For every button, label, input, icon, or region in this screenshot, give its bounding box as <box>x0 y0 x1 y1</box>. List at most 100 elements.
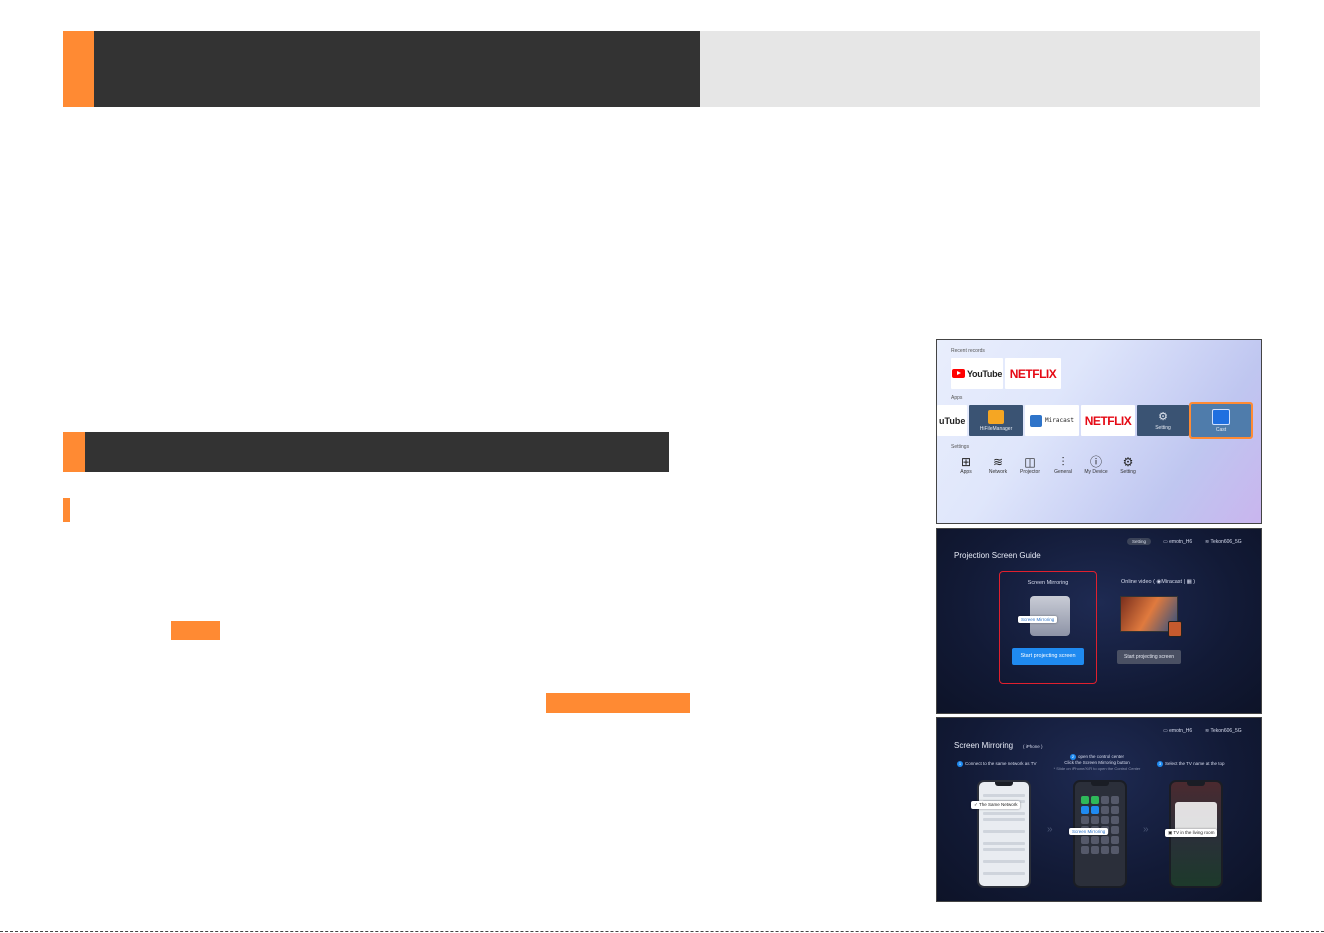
miracast-text: Miracast <box>1161 579 1183 585</box>
recent-netflix-tile[interactable]: NETFLIX <box>1005 358 1061 389</box>
app-label: Setting <box>1155 424 1171 431</box>
app-label: HiFileManager <box>979 425 1013 432</box>
page-cut-line <box>0 931 1324 932</box>
app-netflix-tile[interactable]: NETFLIX <box>1081 405 1135 436</box>
app-cast-tile[interactable]: Cast <box>1189 402 1253 439</box>
step-number: 2 <box>1069 754 1076 760</box>
highlight-mark-short <box>171 621 220 640</box>
wifi-icon: ≋ <box>1205 539 1211 545</box>
miracast-small-icon: ◉ <box>1156 579 1162 585</box>
miracast-tile-text: Miracast <box>1045 417 1074 424</box>
header-accent-block <box>63 31 94 107</box>
netflix-logo-text: NETFLIX <box>1084 413 1132 428</box>
step-text: open the control center <box>1077 754 1125 760</box>
online-start-projecting-button[interactable]: Start projecting screen <box>1117 650 1181 664</box>
setting-label: Apps <box>960 469 972 475</box>
same-network-callout: ✓ The Same Network <box>971 801 1021 809</box>
header-title-band <box>94 31 700 107</box>
apps-icon: ⊞ <box>960 455 972 469</box>
wifi-status: ≋ Tekon606_5G <box>1205 728 1242 734</box>
setting-pill[interactable]: Setting <box>1127 538 1152 545</box>
setting-apps[interactable]: ⊞Apps <box>952 455 980 476</box>
wifi-status: ≋ Tekon606_5G <box>1205 539 1242 545</box>
app-setting-tile[interactable]: ⚙ Setting <box>1137 405 1189 436</box>
setting-label: My Device <box>1084 469 1108 475</box>
phone-preview-icon <box>1168 621 1182 637</box>
section-title-bar <box>85 432 669 472</box>
youtube-logo-text: YouTube <box>966 368 1003 379</box>
highlight-mark-long <box>546 693 690 713</box>
gear-icon: ⚙ <box>1158 410 1168 423</box>
app-youtube-partial-tile[interactable]: uTube <box>937 405 967 436</box>
folder-icon <box>988 409 1004 424</box>
sliders-icon: ⫶ <box>1061 455 1065 469</box>
cast-icon <box>1212 408 1230 425</box>
device-name-text: emotn_H6 <box>1169 728 1193 734</box>
tv-name-callout: ▣ TV in the living room <box>1165 829 1218 837</box>
online-video-text: Online video <box>1121 579 1152 585</box>
control-center-grid <box>1081 796 1119 854</box>
app-hifilemanager-tile[interactable]: HiFileManager <box>969 405 1023 436</box>
guide-title: Projection Screen Guide <box>954 551 1041 560</box>
recent-youtube-tile[interactable]: YouTube <box>951 358 1003 389</box>
online-video-title: Online video ( ◉Miracast | ▦ ) <box>1121 579 1196 585</box>
setting-label: Projector <box>1019 469 1040 475</box>
settings-label: Settings <box>951 444 970 450</box>
youtube-play-icon <box>951 369 965 378</box>
gear-icon: ⚙ <box>1122 455 1134 469</box>
chevron-right-icon: » <box>1143 824 1149 835</box>
subsection-marker <box>63 498 70 522</box>
miracast-icon <box>1030 414 1043 427</box>
setting-label: Network <box>988 469 1008 475</box>
wifi-icon: ≋ <box>1205 728 1211 734</box>
step-text: Connect to the same network as TV <box>965 761 1037 767</box>
setting-setting[interactable]: ⚙Setting <box>1114 455 1142 476</box>
screen-mirroring-option-box[interactable]: Screen Mirroring Screen Mirroring Start … <box>999 571 1097 684</box>
monitor-icon: ▭ <box>1163 728 1170 734</box>
step-number: 3 <box>1157 761 1163 767</box>
projector-icon: ◫ <box>1024 455 1036 469</box>
launcher-screenshot: Recent records YouTube NETFLIX Apps uTub… <box>936 339 1262 524</box>
check-icon: ✓ <box>974 802 979 807</box>
step-note: * Slide on iPhone/X/R to open the Contro… <box>1053 766 1141 772</box>
device-name-text: emotn_H6 <box>1169 539 1193 545</box>
youtube-partial-text: uTube <box>939 415 966 426</box>
iphone-badge: ( iPhone ) <box>1023 744 1043 749</box>
projection-guide-screenshot: Setting ▭ emotn_H6 ≋ Tekon606_5G Project… <box>936 528 1262 714</box>
setting-network[interactable]: ≋Network <box>984 455 1012 476</box>
start-projecting-button[interactable]: Start projecting screen <box>1012 648 1084 665</box>
step-text: Select the TV name at the top <box>1165 761 1225 767</box>
mirroring-page-title: Screen Mirroring <box>954 741 1014 750</box>
setting-projector[interactable]: ◫Projector <box>1016 455 1044 476</box>
netflix-logo-text: NETFLIX <box>1009 366 1057 381</box>
monitor-icon: ▭ <box>1163 539 1170 545</box>
info-icon: ⓘ <box>1089 455 1102 469</box>
screen-mirroring-steps-screenshot: ▭ emotn_H6 ≋ Tekon606_5G Screen Mirrorin… <box>936 717 1262 902</box>
iphone-badge-text: iPhone <box>1025 744 1040 749</box>
device-name: ▭ emotn_H6 <box>1163 728 1192 734</box>
callout-text: TV in the living room <box>1173 830 1215 835</box>
step-text-2: Click the Screen Mirroring button <box>1064 760 1130 766</box>
chevron-right-icon: » <box>1047 824 1053 835</box>
tv-icon: ▣ <box>1168 830 1174 835</box>
mirroring-title: Screen Mirroring <box>1027 580 1069 586</box>
wifi-name-text: Tekon606_5G <box>1210 539 1242 545</box>
setting-general[interactable]: ⫶General <box>1049 455 1077 476</box>
app-miracast-tile[interactable]: Miracast <box>1025 405 1079 436</box>
wifi-icon: ≋ <box>992 455 1004 469</box>
recent-records-label: Recent records <box>951 348 985 354</box>
wifi-name-text: Tekon606_5G <box>1210 728 1242 734</box>
cast-small-icon: ▦ <box>1186 579 1192 585</box>
section-accent-block <box>63 432 85 472</box>
device-name: ▭ emotn_H6 <box>1163 539 1192 545</box>
callout-text: The Same Network <box>978 802 1018 807</box>
header-right-band <box>700 31 1260 107</box>
app-label: Cast <box>1215 426 1227 433</box>
setting-label: Setting <box>1120 469 1136 475</box>
setting-label: General <box>1054 469 1072 475</box>
mirroring-popup <box>1175 802 1217 832</box>
